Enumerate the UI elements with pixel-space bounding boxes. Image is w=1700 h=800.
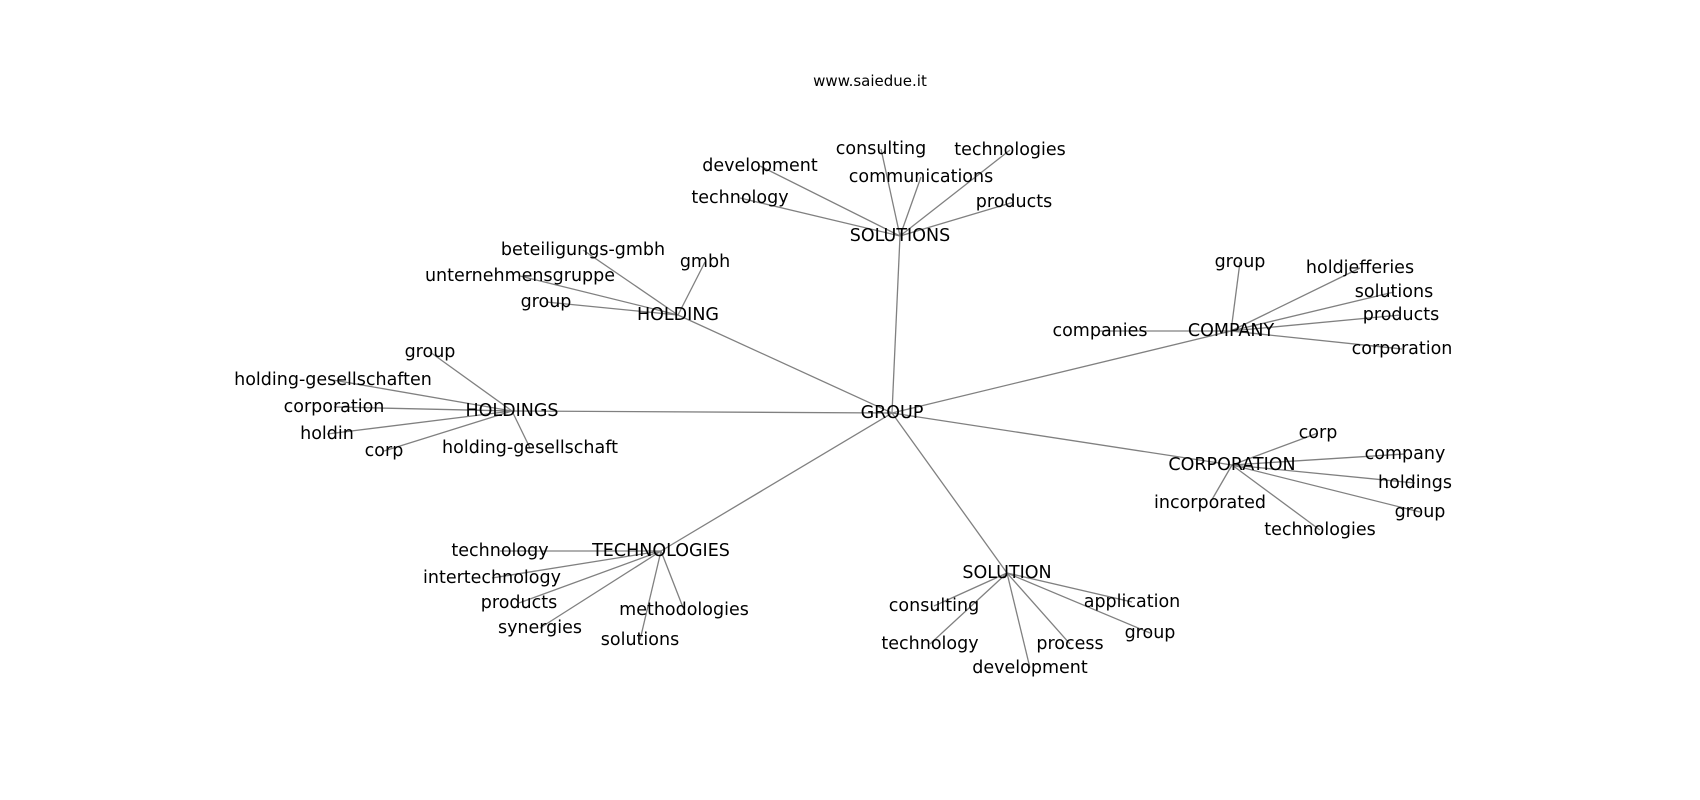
leaf-node-label: corp	[365, 441, 404, 461]
leaf-node-label: methodologies	[619, 600, 749, 620]
leaf-node-label: technology	[451, 541, 548, 561]
edge-hub-leaf	[491, 550, 662, 579]
edge-hub-leaf	[332, 379, 513, 412]
leaf-node-label: company	[1365, 444, 1446, 464]
leaf-node-label: synergies	[498, 618, 582, 638]
edge-hub-leaf	[677, 261, 706, 316]
hub-node-label: CORPORATION	[1168, 455, 1295, 475]
edge-root-hub	[891, 330, 1232, 414]
edges-layer	[326, 148, 1421, 669]
hub-node-label: HOLDINGS	[465, 401, 558, 421]
hub-node-label: SOLUTION	[962, 563, 1051, 583]
edge-hub-leaf	[1231, 453, 1406, 466]
edge-hub-leaf	[429, 351, 513, 412]
edge-hub-leaf	[759, 165, 901, 237]
leaf-node-label: group	[405, 342, 456, 362]
leaf-node-label: solutions	[601, 630, 679, 650]
leaf-node-label: incorporated	[1154, 493, 1266, 513]
edge-hub-leaf	[1230, 314, 1402, 332]
leaf-node-label: gmbh	[680, 252, 730, 272]
leaf-node-label: group	[1125, 623, 1176, 643]
leaf-node-label: solutions	[1355, 282, 1433, 302]
edge-hub-leaf	[539, 550, 662, 629]
edge-hub-leaf	[545, 301, 679, 316]
edge-hub-leaf	[1231, 464, 1416, 484]
edge-hub-leaf	[1231, 464, 1321, 531]
edge-hub-leaf	[1230, 291, 1395, 332]
leaf-node-label: group	[1215, 252, 1266, 272]
edge-hub-leaf	[519, 275, 679, 316]
edge-hub-leaf	[1006, 572, 1133, 603]
edge-hub-leaf	[1006, 572, 1071, 645]
edge-hub-leaf	[899, 201, 1015, 237]
leaf-node-label: technologies	[954, 140, 1066, 160]
edge-hub-leaf	[929, 572, 1008, 645]
leaf-node-label: intertechnology	[423, 568, 561, 588]
leaf-node-label: technology	[881, 634, 978, 654]
edge-hub-leaf	[739, 197, 901, 237]
leaf-node-label: beteiligungs-gmbh	[501, 240, 665, 260]
edge-root-hub	[677, 314, 893, 414]
leaf-node-label: products	[481, 593, 557, 613]
edge-hub-leaf	[1231, 432, 1319, 466]
edge-hub-leaf	[582, 249, 679, 316]
edge-hub-leaf	[1231, 464, 1421, 513]
leaf-node-label: corporation	[1352, 339, 1453, 359]
leaf-node-label: holding-gesellschaft	[442, 438, 618, 458]
leaf-node-label: holdings	[1378, 473, 1452, 493]
edge-hub-leaf	[326, 410, 513, 435]
chart-title: www.saiedue.it	[813, 72, 927, 90]
edge-hub-leaf	[1006, 572, 1151, 634]
edge-hub-leaf	[899, 149, 1011, 237]
leaf-node-label: communications	[849, 167, 993, 187]
leaf-node-label: technology	[691, 188, 788, 208]
leaf-node-label: products	[1363, 305, 1439, 325]
leaf-node-label: consulting	[836, 139, 926, 159]
leaf-node-label: corp	[1299, 423, 1338, 443]
leaf-node-label: process	[1036, 634, 1103, 654]
leaf-node-label: application	[1084, 592, 1181, 612]
edge-hub-leaf	[933, 572, 1008, 607]
edge-hub-leaf	[1230, 330, 1403, 350]
edge-root-hub	[891, 412, 1233, 466]
leaf-node-label: holding-gesellschaften	[234, 370, 432, 390]
leaf-node-label: group	[521, 292, 572, 312]
leaf-node-label: products	[976, 192, 1052, 212]
leaf-node-label: holdjefferies	[1306, 258, 1414, 278]
edge-root-hub	[891, 235, 901, 414]
leaf-node-label: companies	[1052, 321, 1147, 341]
hub-node-label: TECHNOLOGIES	[591, 541, 730, 561]
root-node-label: GROUP	[861, 403, 924, 423]
leaf-node-label: consulting	[889, 596, 979, 616]
leaf-node-label: corporation	[284, 397, 385, 417]
edge-hub-leaf	[511, 410, 531, 449]
edge-root-hub	[891, 412, 1008, 574]
edge-hub-leaf	[639, 550, 662, 641]
edge-hub-leaf	[660, 550, 685, 611]
leaf-node-label: holdin	[300, 424, 354, 444]
hub-node-label: COMPANY	[1188, 321, 1275, 341]
edge-hub-leaf	[333, 406, 513, 412]
labels-layer: consulting development communications techn…	[234, 139, 1452, 678]
leaf-node-label: development	[972, 658, 1088, 678]
edge-root-hub	[511, 410, 893, 414]
edge-hub-leaf	[1230, 267, 1361, 332]
edge-hub-leaf	[383, 410, 513, 452]
edge-hub-leaf	[880, 148, 901, 237]
leaf-node-label: unternehmensgruppe	[425, 266, 615, 286]
edge-hub-leaf	[899, 176, 922, 237]
leaf-node-label: development	[702, 156, 818, 176]
leaf-node-label: group	[1395, 502, 1446, 522]
edge-hub-leaf	[1230, 261, 1241, 332]
edge-hub-leaf	[518, 550, 662, 604]
edge-hub-leaf	[1209, 464, 1233, 504]
edge-root-hub	[660, 412, 893, 552]
edge-hub-leaf	[1006, 572, 1031, 669]
leaf-node-label: technologies	[1264, 520, 1376, 540]
hub-node-label: HOLDING	[637, 305, 719, 325]
hub-node-label: SOLUTIONS	[850, 226, 950, 246]
